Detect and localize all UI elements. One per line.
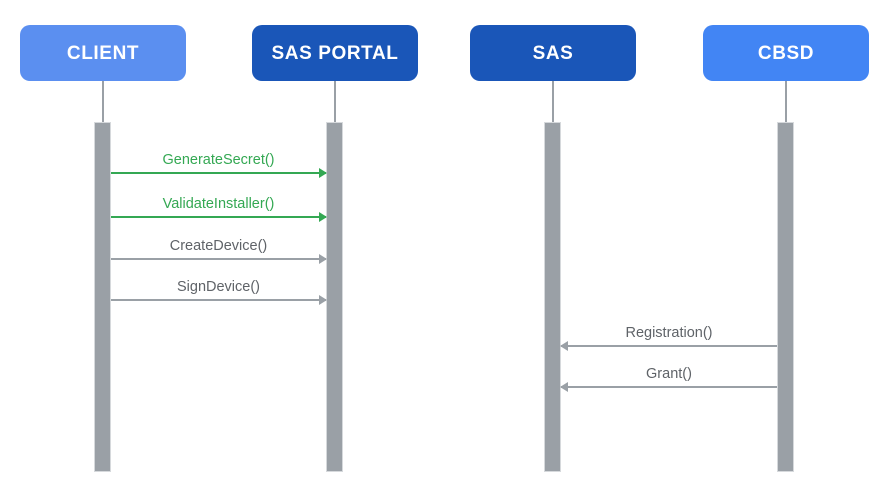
activation-bar-client [94,122,111,472]
message-label: GenerateSecret() [162,151,275,168]
message-line [111,299,326,301]
participant-label-sas_portal: SAS PORTAL [271,42,399,64]
participant-label-sas: SAS [532,42,574,64]
activation-bar-cbsd [777,122,794,472]
message-line [561,386,777,388]
lifeline-sas [552,81,554,122]
arrowhead-icon [560,340,568,351]
message-label: Registration() [625,324,713,341]
participant-label-cbsd: CBSD [757,42,815,64]
message-line [111,258,326,260]
message-arrow: ValidateInstaller() [111,196,327,222]
lifeline-cbsd [785,81,787,122]
message-line [111,216,326,218]
message-arrow: GenerateSecret() [111,152,327,178]
participant-box-sas_portal: SAS PORTAL [252,25,418,81]
message-label: CreateDevice() [169,237,268,254]
message-line [561,345,777,347]
message-label: SignDevice() [177,278,260,295]
lifeline-sas_portal [334,81,336,122]
message-line [111,172,326,174]
arrowhead-icon [319,211,327,222]
message-arrow: CreateDevice() [111,238,327,264]
arrowhead-icon [319,294,327,305]
message-arrow: SignDevice() [111,279,327,305]
message-arrow: Registration() [560,325,777,351]
arrowhead-icon [319,167,327,178]
lifeline-client [102,81,104,122]
arrowhead-icon [560,381,568,392]
participant-box-client: CLIENT [20,25,186,81]
message-label: Grant() [646,365,692,382]
message-label: ValidateInstaller() [162,195,275,212]
activation-bar-sas [544,122,561,472]
participant-box-sas: SAS [470,25,636,81]
arrowhead-icon [319,253,327,264]
message-arrow: Grant() [560,366,777,392]
participant-label-client: CLIENT [66,42,140,64]
participant-box-cbsd: CBSD [703,25,869,81]
activation-bar-sas_portal [326,122,343,472]
